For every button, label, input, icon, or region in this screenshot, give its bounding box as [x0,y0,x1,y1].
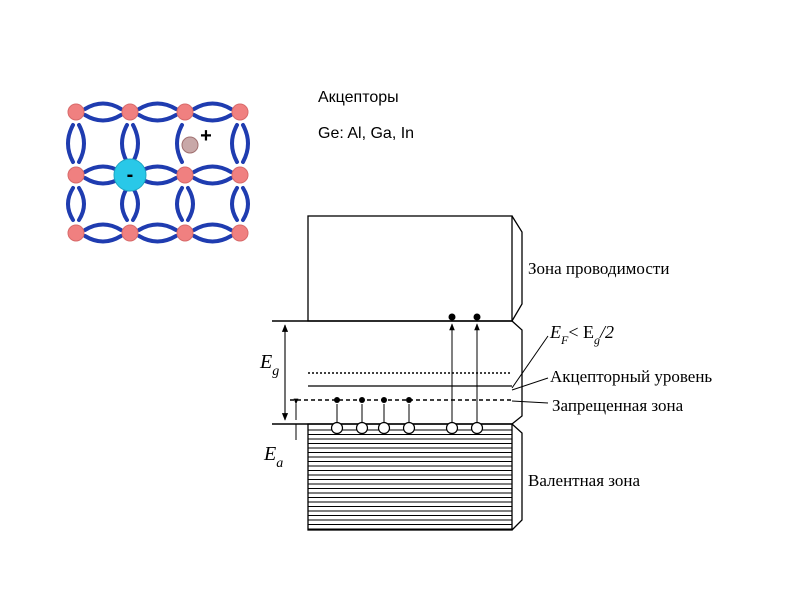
bond-line [192,113,233,123]
host-atom [67,103,85,121]
bond-line [137,113,178,123]
bond-line [83,222,123,232]
acceptor-level-label: Акцепторный уровень [550,367,712,386]
bond-line [120,123,129,164]
captured-electron [359,397,365,403]
hole: + [181,125,212,154]
excited-electron [448,313,456,321]
acceptor-level-pointer [511,377,549,391]
host-atom [121,224,139,242]
bond-line [192,222,233,232]
bond-line [241,186,250,222]
bond-line [241,123,250,164]
bond-line [137,101,178,111]
fermi-level-label: EF< Eg/2 [549,322,614,347]
bond-line [192,164,233,174]
bond-line [192,234,233,244]
bond-line [192,176,233,186]
forbidden-zone-bracket [511,320,523,425]
acceptor-ion-charge: - [127,164,134,186]
bond-line [66,186,75,222]
hole-circle [402,421,416,435]
forbidden-zone-label: Запрещенная зона [552,396,684,415]
forbidden-zone-pointer [511,400,549,404]
hole-circle [181,136,199,154]
hole-circle [330,421,344,435]
hole-circle [445,421,459,435]
host-atoms [67,103,249,242]
acceptor-elements: Ge: Al, Ga, In [318,125,415,142]
Ea-label: Ea [263,443,283,471]
host-atom [231,103,249,121]
crystal-lattice-diagram: + - [66,101,250,244]
hole-circle [355,421,369,435]
conduction-transitions [445,313,484,435]
bond-line [77,186,86,222]
Eg-label: Eg [259,351,279,379]
conduction-band-label: Зона проводимости [528,259,669,278]
host-atom [231,166,249,184]
valence-band [307,423,513,531]
bond-line [83,101,123,111]
host-atom [67,224,85,242]
bond-line [192,101,233,111]
host-atom [67,166,85,184]
host-atom [176,224,194,242]
captured-electron [381,397,387,403]
bond-line [77,123,86,164]
fermi-pointer [511,335,549,389]
valence-band-bracket [511,423,523,531]
conduction-band-bracket [511,215,523,322]
acceptor-ion-circle [113,158,147,192]
host-atom [176,166,194,184]
bond-line [83,113,123,123]
bond-line [175,123,184,164]
bond-line [175,186,184,222]
excited-electron [473,313,481,321]
captured-electron [406,397,412,403]
bond-line [137,234,178,244]
acceptors-title: Акцепторы [318,89,399,106]
host-atom [121,103,139,121]
host-atom [176,103,194,121]
bond-line [186,186,195,222]
bond-line [131,123,140,164]
covalent-bonds [66,101,250,244]
conduction-band [307,215,513,322]
bond-line [230,123,239,164]
acceptor-ion: - [113,158,147,192]
bond-line [66,123,75,164]
acceptor-transitions [330,397,416,435]
hole-circle [377,421,391,435]
bond-line [137,222,178,232]
hole-circle [470,421,484,435]
captured-electron [334,397,340,403]
bond-line [230,186,239,222]
valence-band-label: Валентная зона [528,471,641,490]
host-atom [231,224,249,242]
bond-line [83,234,123,244]
hole-charge: + [200,125,212,147]
